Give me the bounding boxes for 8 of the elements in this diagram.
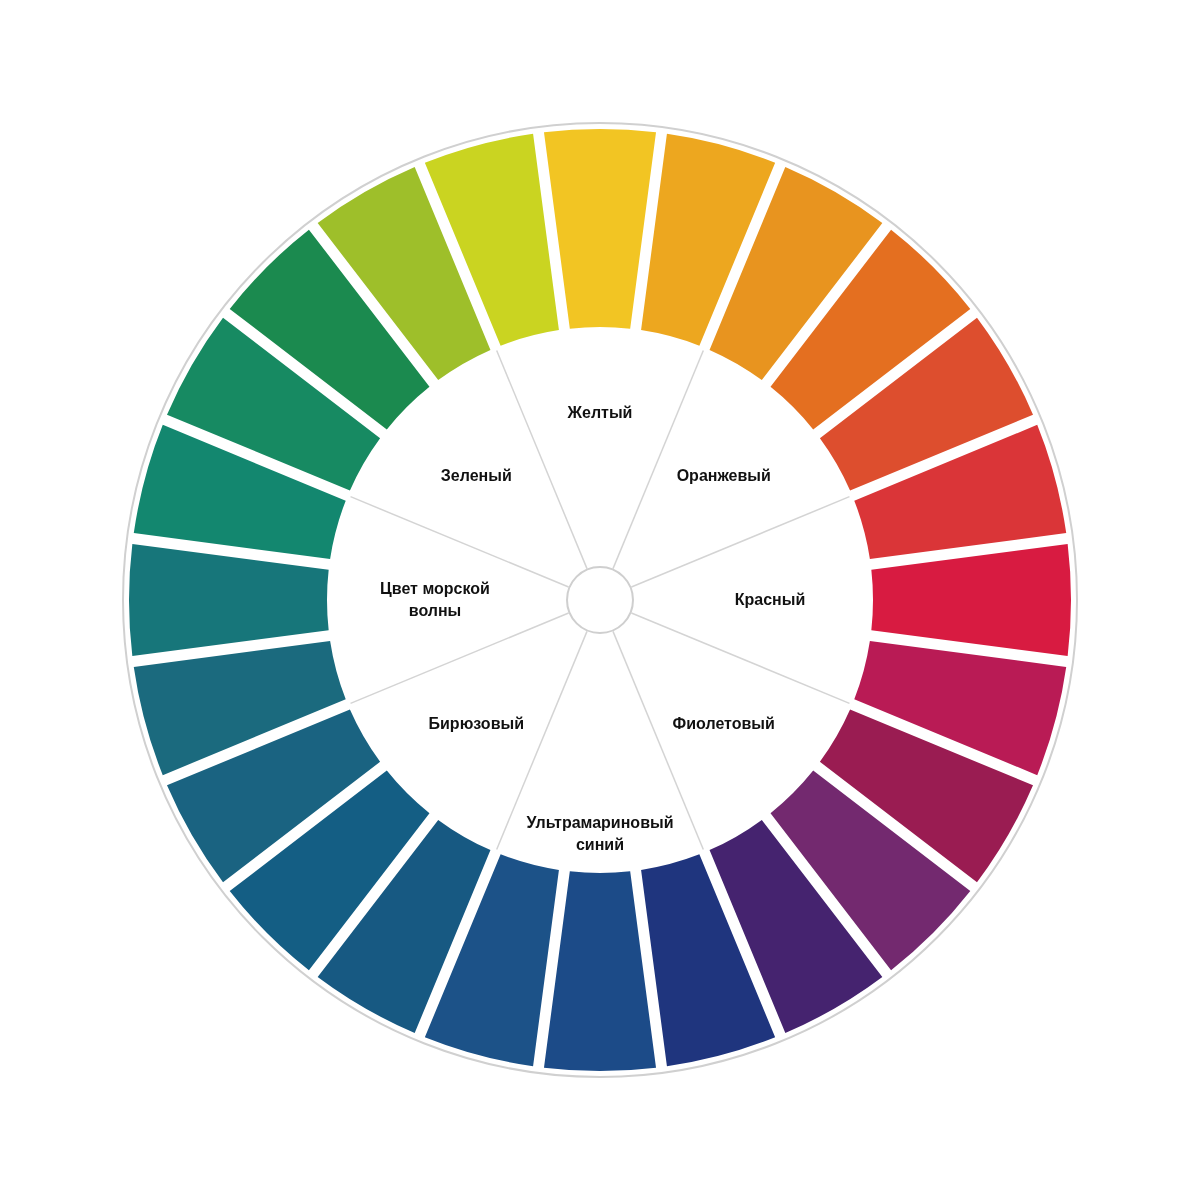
sector-label: Цвет морской волны	[352, 578, 518, 622]
sector-label: Красный	[734, 589, 806, 611]
sector-label: Зеленый	[440, 465, 512, 488]
sector-label: Желтый	[567, 402, 633, 424]
sector-label: Фиолетовый	[672, 712, 775, 735]
sector-label: Ультрамариновый синий	[517, 812, 683, 856]
sector-label: Оранжевый	[676, 465, 771, 488]
sector-label: Бирюзовый	[428, 712, 524, 735]
